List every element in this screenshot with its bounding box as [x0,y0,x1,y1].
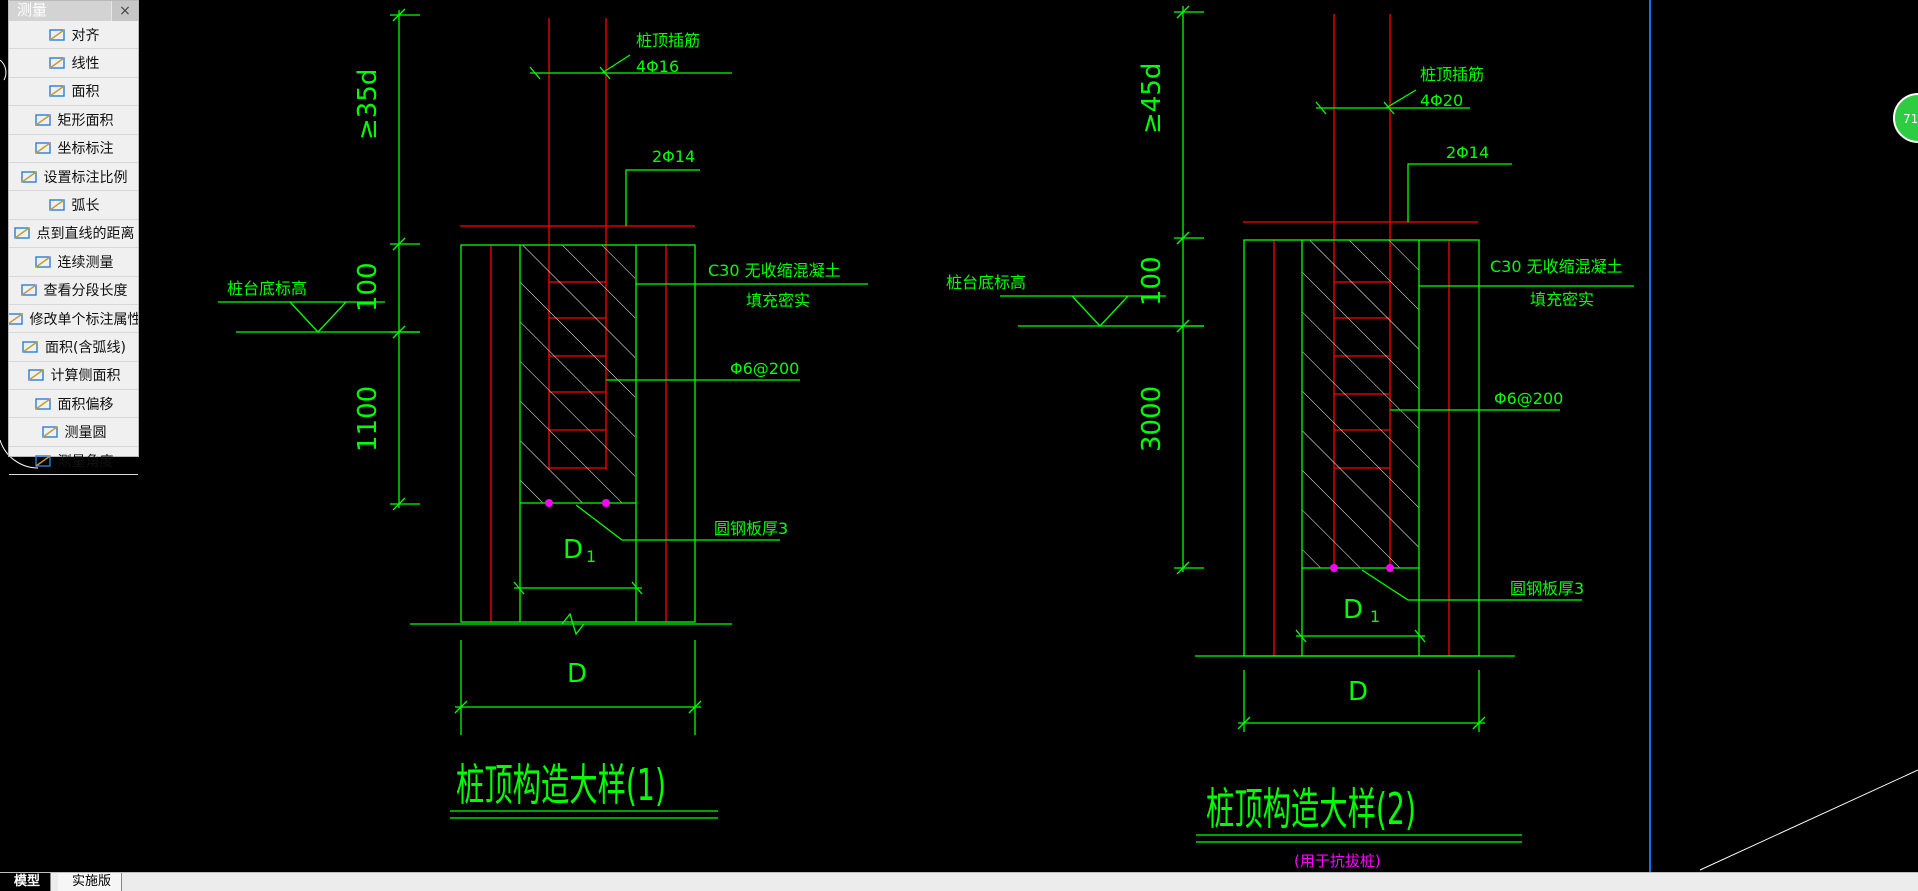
arc-area-icon [21,339,41,355]
dim-mid-2: 100 [1137,256,1167,306]
badge-text: 71 [1903,112,1918,126]
dim-mid-1: 100 [353,262,383,312]
panel-item-label: 对齐 [71,27,100,44]
panel-item-angle[interactable]: 测量角度 [9,447,138,476]
fill-1: 填充密实 [746,291,810,310]
area-icon [48,83,68,99]
panel-item-side-area[interactable]: 计算侧面积 [9,362,138,391]
panel-item-label: 面积偏移 [57,396,114,413]
point-line-icon [13,225,33,241]
dim-bot-1: 1100 [353,386,383,452]
d-label-2: D [1348,677,1368,707]
panel-item-area-offset[interactable]: 面积偏移 [9,390,138,419]
panel-item-arc-length[interactable]: 弧长 [9,191,138,220]
cad-canvas[interactable]: 71 [0,0,1918,872]
dim-top-1: ≥35d [353,69,383,140]
continuous-icon [34,254,54,270]
concrete-2: C30 无收缩混凝土 [1490,257,1623,276]
rect-area-icon [34,112,54,128]
panel-title[interactable]: 测量 × [9,1,138,21]
tab-model[interactable]: 模型 [0,873,52,891]
panel-item-align[interactable]: 对齐 [9,21,138,50]
side-area-icon [27,367,47,383]
panel-item-label: 矩形面积 [57,112,114,129]
drawing-title-2: 桩顶构造大样(2) [1206,784,1416,835]
close-icon[interactable]: × [111,1,138,21]
drawing-1 [218,8,868,819]
panel-item-arc-area[interactable]: 面积(含弧线) [9,333,138,362]
badge[interactable]: 71 [1893,93,1918,143]
panel-item-label: 坐标标注 [57,141,114,158]
drawing-2 [1000,5,1634,843]
d1-label-2: D [1343,595,1363,625]
d1-sub-1: 1 [586,547,596,566]
panel-item-label: 修改单个标注属性 [29,311,139,328]
rebar-spec-1: 4Φ16 [636,57,679,76]
segment-icon [20,282,40,298]
linear-icon [48,55,68,71]
stirrup-1: Φ6@200 [730,359,799,378]
panel-items: 对齐线性面积矩形面积坐标标注设置标注比例弧长点到直线的距离连续测量查看分段长度修… [9,21,139,476]
panel-item-circle[interactable]: 测量圆 [9,418,138,447]
align-icon [48,27,68,43]
panel-item-label: 弧长 [71,198,100,215]
panel-item-label: 设置标注比例 [43,169,128,186]
panel-item-scale[interactable]: 设置标注比例 [9,163,138,192]
scale-icon [20,169,40,185]
dim-bot-2: 3000 [1137,386,1167,452]
panel-item-edit-dim[interactable]: 修改单个标注属性 [9,305,139,334]
plate-2: 圆钢板厚3 [1510,579,1584,598]
side-bar-1: 2Φ14 [652,147,695,166]
panel-item-rect-area[interactable]: 矩形面积 [9,106,138,135]
rebar-label-1: 桩顶插筋 [636,31,700,50]
arc-length-icon [48,197,68,213]
d1-sub-2: 1 [1370,607,1380,626]
panel-item-label: 连续测量 [57,254,114,271]
d1-label-1: D [563,535,583,565]
drawing-title-1: 桩顶构造大样(1) [456,760,666,811]
drawing-note-2: (用于抗拔桩) [1294,852,1381,870]
panel-item-label: 查看分段长度 [43,283,128,300]
edit-dim-icon [9,311,26,327]
panel-item-label: 面积(含弧线) [45,339,126,356]
panel-item-label: 点到直线的距离 [36,226,135,243]
panel-item-linear[interactable]: 线性 [9,49,138,78]
circle-icon [41,424,61,440]
layout-tabbar: 模型 实施版 [0,872,1918,891]
elev-1: 桩台底标高 [227,279,307,298]
panel-title-text: 测量 [17,1,48,19]
diagonal-line [1699,769,1918,871]
edge-arc-2 [0,439,39,469]
panel-item-label: 面积 [71,84,100,101]
panel-item-point-line[interactable]: 点到直线的距离 [9,220,138,249]
edge-arc [0,59,7,81]
panel-item-coordinate[interactable]: 坐标标注 [9,135,138,163]
elev-2: 桩台底标高 [946,273,1026,292]
rebar-label-2: 桩顶插筋 [1420,65,1484,84]
fill-2: 填充密实 [1530,290,1594,309]
panel-item-label: 测量圆 [64,425,107,442]
panel-item-label: 线性 [71,56,100,73]
measure-panel: 测量 × 对齐线性面积矩形面积坐标标注设置标注比例弧长点到直线的距离连续测量查看… [8,0,139,476]
plate-1: 圆钢板厚3 [714,519,788,538]
concrete-1: C30 无收缩混凝土 [708,261,841,280]
panel-item-label: 计算侧面积 [50,368,121,385]
stirrup-2: Φ6@200 [1494,389,1563,408]
panel-item-segment[interactable]: 查看分段长度 [9,277,138,305]
side-bar-2: 2Φ14 [1446,143,1489,162]
panel-item-continuous[interactable]: 连续测量 [9,248,138,277]
coordinate-icon [34,140,54,156]
panel-item-label: 测量角度 [57,453,114,470]
panel-item-area[interactable]: 面积 [9,78,138,107]
dim-top-2: ≥45d [1137,63,1167,134]
angle-icon [34,453,54,469]
rebar-spec-2: 4Φ20 [1420,91,1463,110]
area-offset-icon [34,396,54,412]
d-label-1: D [567,659,587,689]
tab-layout[interactable]: 实施版 [58,873,123,891]
